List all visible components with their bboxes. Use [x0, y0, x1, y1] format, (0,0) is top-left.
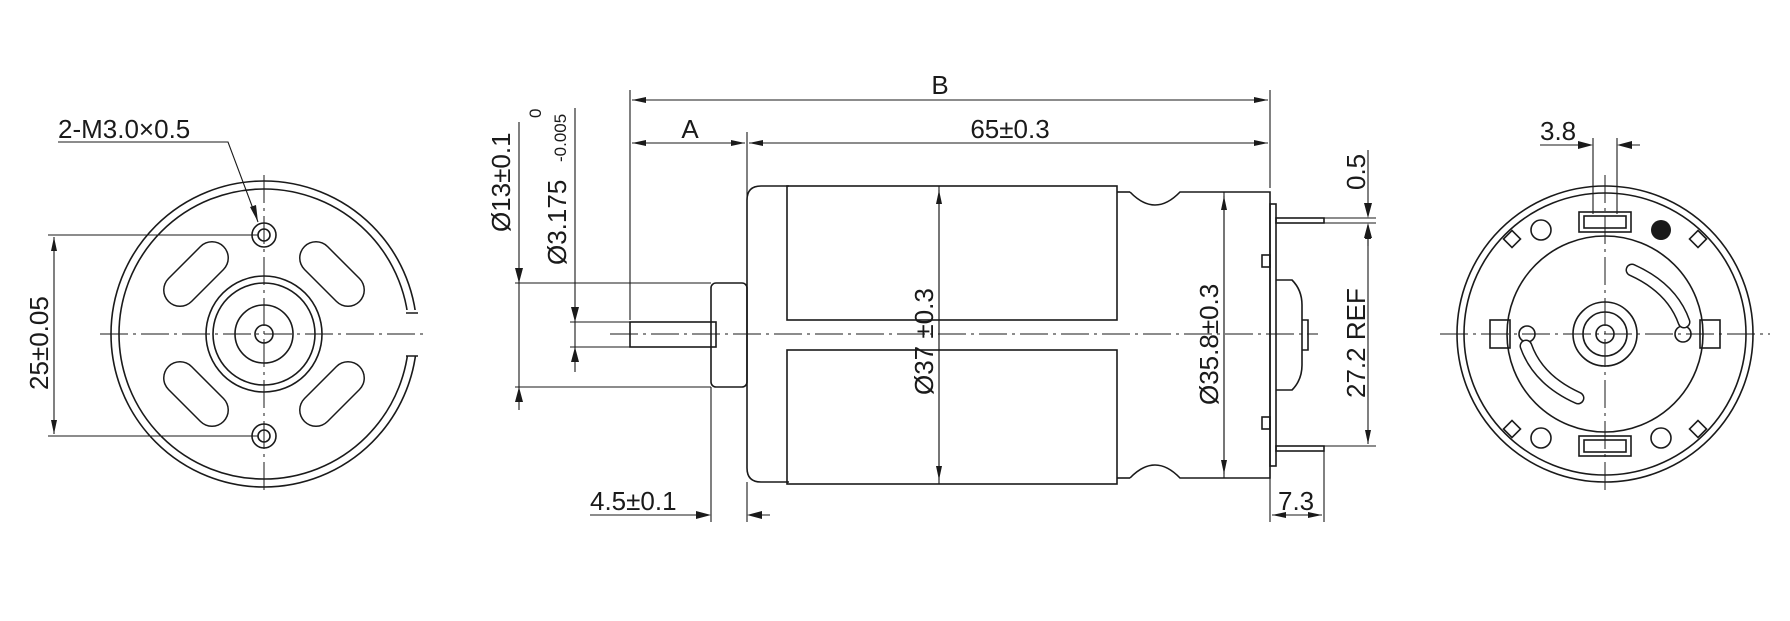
terminal-length-label: 7.3 [1278, 486, 1314, 516]
side-view: B A 65±0.3 Ø13±0.1 Ø3.175 0 -0.005 Ø37 ±… [486, 70, 1376, 522]
vent-slots [163, 241, 365, 427]
boss-diameter-label: Ø13±0.1 [486, 132, 516, 232]
rear-diameter-label: Ø35.8±0.3 [1194, 284, 1224, 405]
stator-top [786, 185, 1118, 321]
shaft-diameter-label: Ø3.175 [542, 180, 572, 265]
terminal-spacing-label: 27.2 REF [1341, 288, 1371, 398]
rear-terminal-bottom [1578, 435, 1632, 457]
boss-length-label: 4.5±0.1 [590, 486, 677, 516]
rear-view: 3.8 [1440, 116, 1770, 495]
stator-bottom [786, 349, 1118, 485]
rear-terminal-top [1578, 211, 1632, 233]
terminal-width-label: 3.8 [1540, 116, 1576, 146]
hole-spacing-label: 25±0.05 [24, 296, 54, 390]
thread-spec-label: 2-M3.0×0.5 [58, 114, 190, 144]
shaft-tolerance-lower: -0.005 [551, 114, 570, 162]
shaft-tolerance-upper: 0 [526, 109, 545, 118]
polarity-marker-dot [1651, 220, 1671, 240]
terminal-thickness-label: 0.5 [1341, 154, 1371, 190]
terminal-bottom [1275, 445, 1325, 452]
front-view: 2-M3.0×0.5 25±0.05 [24, 114, 428, 495]
total-length-label: B [931, 70, 948, 100]
terminal-top [1275, 217, 1325, 224]
body-length-label: 65±0.3 [970, 114, 1049, 144]
body-diameter-label: Ø37 ±0.3 [909, 288, 939, 395]
shaft-length-label: A [681, 114, 699, 144]
